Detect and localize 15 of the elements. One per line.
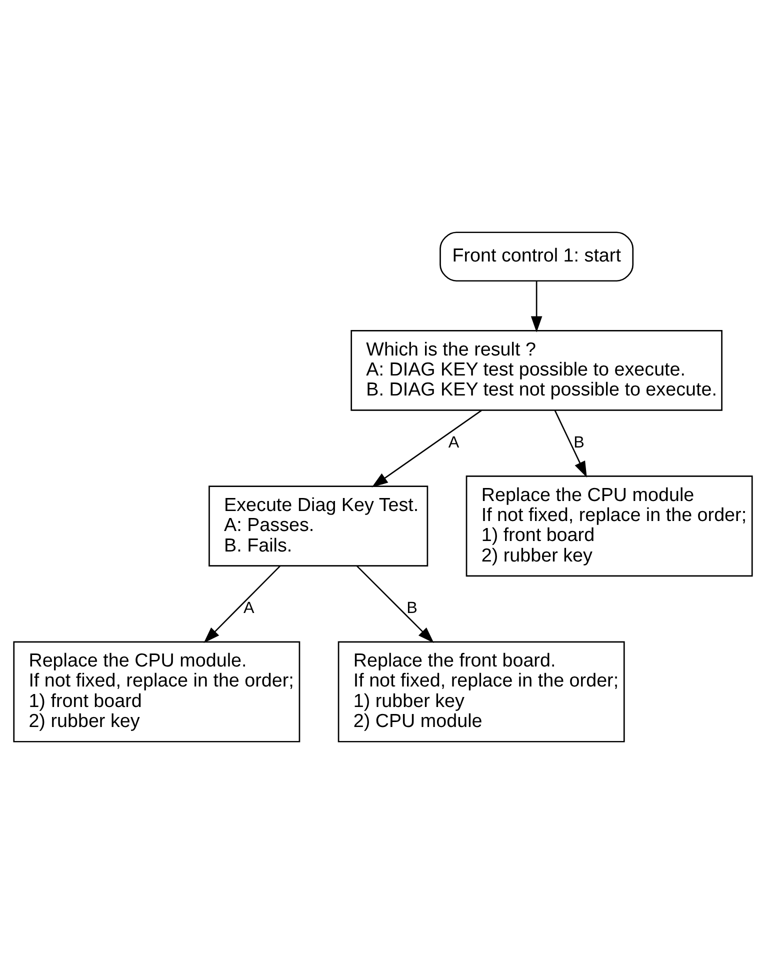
arrow <box>356 566 434 643</box>
node-box: Front control 1: start <box>440 232 634 282</box>
edge-label: A <box>448 433 460 452</box>
node-box: Replace the CPU module. If not fixed, replace in the order; 1) front board 2) rubber key <box>13 641 300 742</box>
node-box: Execute Diag Key Test. A: Passes. B. Fails. <box>208 486 428 566</box>
node-box: Which is the result ? A: DIAG KEY test possible to execute. B. DIAG KEY test not possible to execute. <box>350 330 722 411</box>
edge-label: B <box>574 433 584 452</box>
arrow <box>554 410 587 478</box>
node-box: Replace the front board. If not fixed, replace in the order; 1) rubber key 2) CPU module <box>338 641 625 742</box>
arrow <box>372 410 482 488</box>
arrow <box>204 566 280 643</box>
arrow <box>530 281 542 332</box>
node-box: Replace the CPU module If not fixed, replace in the order; 1) front board 2) rubber key <box>466 476 753 577</box>
edge-label: B <box>406 599 418 618</box>
edge-label: A <box>244 599 254 618</box>
